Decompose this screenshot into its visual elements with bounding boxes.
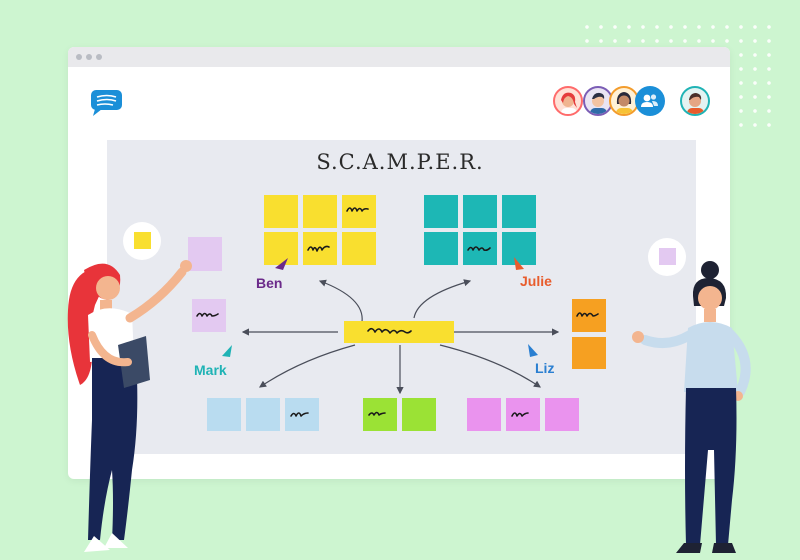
window-dot[interactable] [76,54,82,60]
sticky-note[interactable] [467,398,501,431]
board-title: S.C.A.M.P.E.R. [316,150,484,174]
sticky-note[interactable] [424,195,458,228]
sticky-note[interactable] [342,195,376,228]
whiteboard-canvas[interactable] [107,140,696,454]
sticky-note[interactable] [402,398,436,431]
sticky-note[interactable] [342,232,376,265]
sticky-note[interactable] [303,195,337,228]
cursor-label-mark: Mark [194,362,227,378]
chat-logo-icon[interactable] [89,88,125,118]
idea-bubble [123,222,161,260]
sticky-note[interactable] [207,398,241,431]
sticky-note[interactable] [463,195,497,228]
sticky-note[interactable] [545,398,579,431]
sticky-note[interactable] [502,195,536,228]
sticky-note[interactable] [502,232,536,265]
cursor-label-ben: Ben [256,275,283,291]
avatar[interactable] [553,86,583,116]
window-dot[interactable] [86,54,92,60]
window-dot[interactable] [96,54,102,60]
cursor-label-julie: Julie [520,273,552,289]
sticky-note[interactable] [264,232,298,265]
sticky-note[interactable] [188,237,222,271]
sticky-note[interactable] [424,232,458,265]
cursor-label-liz: Liz [535,360,555,376]
avatar[interactable] [609,86,639,116]
sticky-note[interactable] [246,398,280,431]
idea-bubble [648,238,686,276]
user-group-icon[interactable] [635,86,665,116]
avatar[interactable] [680,86,710,116]
sticky-note[interactable] [572,337,606,369]
window-titlebar [68,47,730,67]
sticky-note[interactable] [264,195,298,228]
